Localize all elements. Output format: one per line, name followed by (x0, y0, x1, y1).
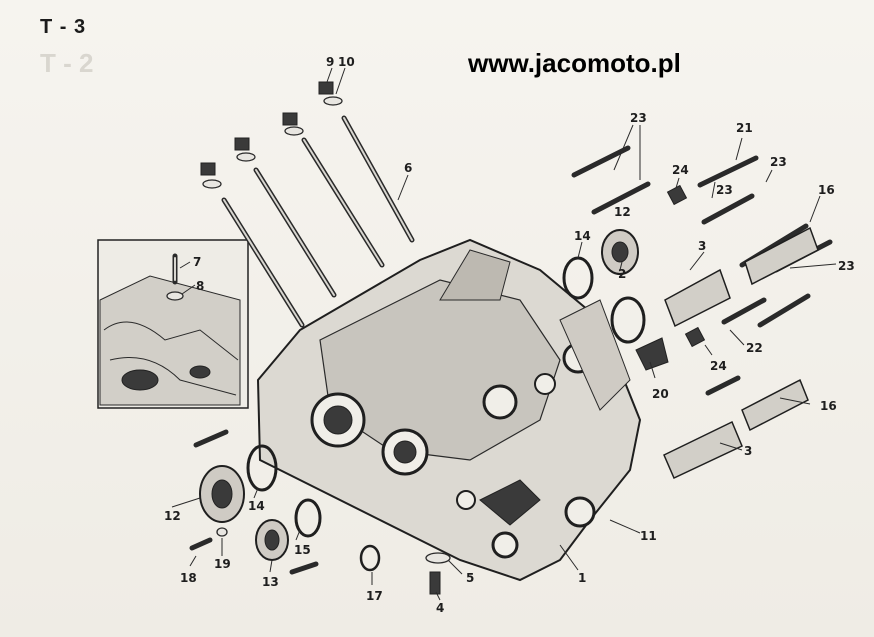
callout-14-b: 14 (248, 499, 265, 513)
crankcase-body (256, 238, 642, 582)
callout-18: 18 (180, 571, 197, 585)
callout-6: 6 (404, 161, 412, 175)
callout-10: 10 (338, 55, 355, 69)
callout-22: 22 (746, 341, 763, 355)
bleed-through-plate-id: T - 2 (40, 48, 94, 78)
right-parts (562, 226, 819, 480)
callout-8: 8 (196, 279, 204, 293)
callout-23-c: 23 (716, 183, 733, 197)
callout-5: 5 (466, 571, 474, 585)
callout-12-b: 12 (164, 509, 181, 523)
callout-23-a: 23 (630, 111, 647, 125)
callout-24-a: 24 (672, 163, 689, 177)
callout-2-b: 16 (820, 399, 837, 413)
callout-17: 17 (366, 589, 383, 603)
plate-id: T - 3 (40, 16, 87, 38)
inset-detail (97, 239, 249, 409)
callout-12-a: 12 (614, 205, 631, 219)
site-url[interactable]: www.jacomoto.pl (468, 48, 681, 78)
callout-7: 7 (193, 255, 201, 269)
callout-15: 15 (294, 543, 311, 557)
studs (200, 81, 415, 328)
callout-13: 13 (262, 575, 279, 589)
callout-9: 9 (326, 55, 334, 69)
left-parts (189, 429, 451, 595)
callout-23-b: 23 (770, 155, 787, 169)
callout-3-b: 3 (744, 444, 752, 458)
callout-1: 1 (578, 571, 586, 585)
callout-21: 21 (736, 121, 753, 135)
callout-19: 19 (214, 557, 231, 571)
callout-16: 2 (618, 267, 626, 281)
callout-4: 4 (436, 601, 444, 615)
callout-14-a: 14 (574, 229, 591, 243)
callout-labels: 9 10 6 7 8 23 21 23 24 23 16 12 14 3 23 … (164, 55, 855, 615)
callout-3-a: 3 (698, 239, 706, 253)
callout-20: 20 (652, 387, 669, 401)
callout-2-a: 16 (818, 183, 835, 197)
callout-23-d: 23 (838, 259, 855, 273)
callout-11: 11 (640, 529, 657, 543)
leader-lines (171, 67, 837, 601)
callout-24-b: 24 (710, 359, 727, 373)
